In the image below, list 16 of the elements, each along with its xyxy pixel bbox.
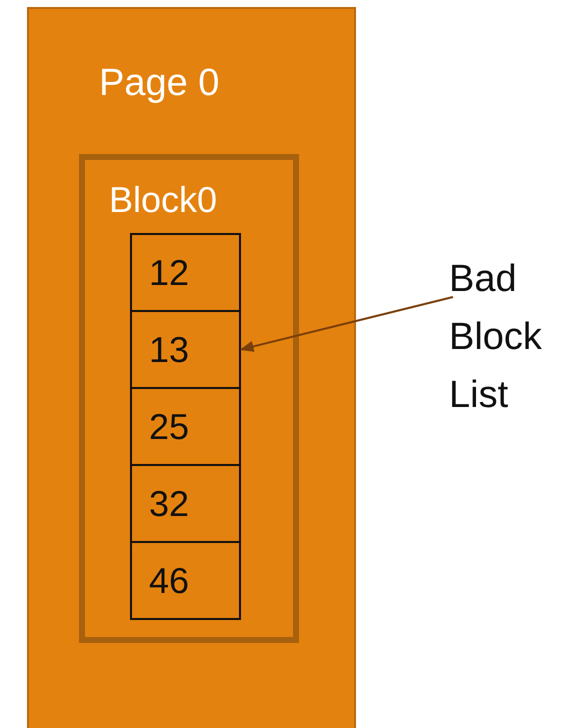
page-label: Page 0 (99, 64, 220, 102)
list-cell (130, 233, 241, 312)
note-label: Bad Block List (449, 257, 543, 418)
list-cell (130, 541, 241, 620)
list-cell (130, 387, 241, 466)
cell-number: 12 (149, 255, 190, 291)
block-box (79, 154, 299, 643)
cell-number: 13 (149, 332, 190, 368)
page-box (27, 7, 356, 728)
arrow (240, 296, 454, 352)
list-cell (130, 464, 241, 543)
cell-number: 46 (149, 563, 190, 599)
list-cell (130, 310, 241, 389)
block-label: Block0 (109, 182, 218, 218)
cell-number: 32 (149, 486, 190, 522)
cell-number: 25 (149, 409, 190, 445)
